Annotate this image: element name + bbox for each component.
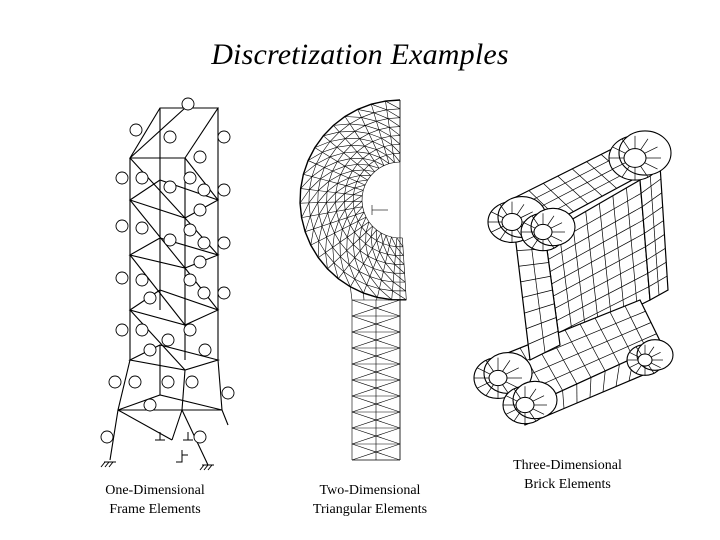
triangular-caption-line1: Two-Dimensional: [319, 483, 421, 498]
frame-caption: One-Dimensional Frame Elements: [80, 481, 230, 519]
brick-caption-line2: Brick Elements: [524, 477, 611, 492]
triangular-caption: Two-Dimensional Triangular Elements: [285, 481, 455, 519]
frame-caption-line2: Frame Elements: [109, 502, 201, 517]
frame-caption-line1: One-Dimensional: [105, 483, 205, 498]
brick-caption-line1: Three-Dimensional: [513, 458, 622, 473]
brick-caption: Three-Dimensional Brick Elements: [490, 456, 645, 494]
slide-title: Discretization Examples: [211, 38, 509, 71]
triangular-caption-line2: Triangular Elements: [312, 502, 428, 517]
